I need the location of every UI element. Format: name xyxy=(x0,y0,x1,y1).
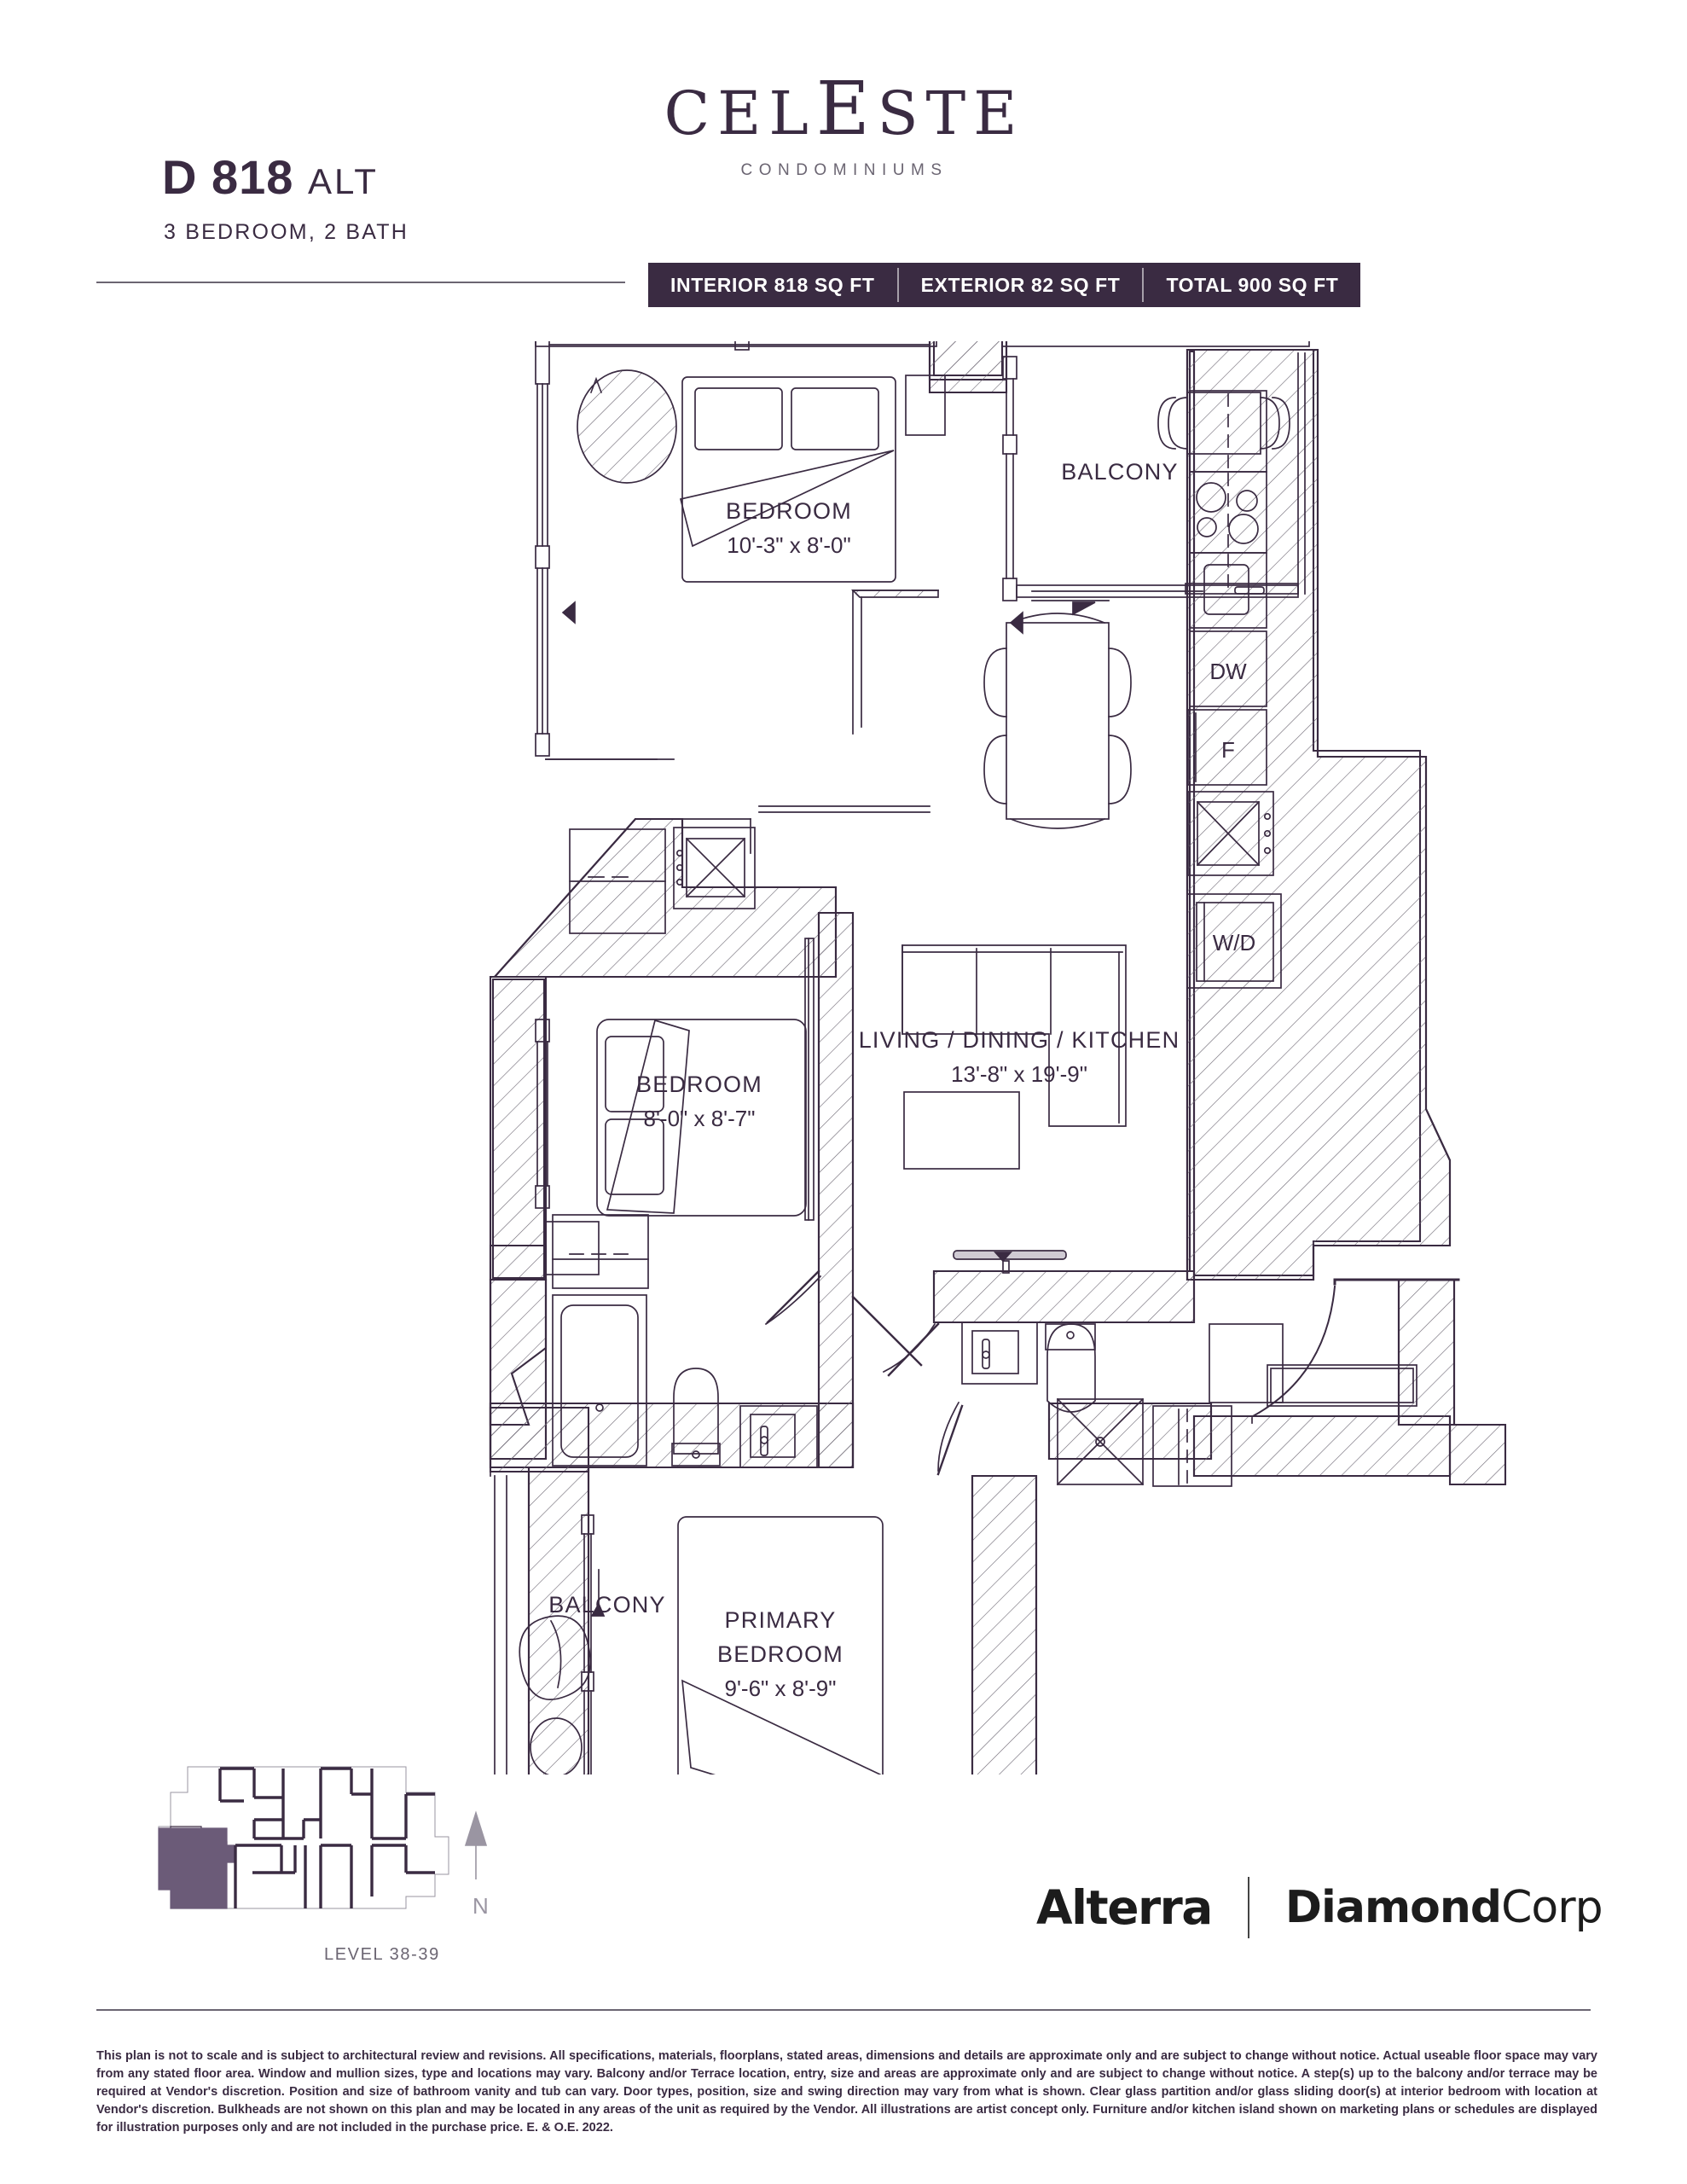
balcony-top xyxy=(1001,341,1310,616)
bedroom1-top-window xyxy=(535,341,937,351)
disclaimer-text: This plan is not to scale and is subject… xyxy=(96,2049,1597,2135)
footer-divider xyxy=(96,2009,1591,2011)
key-plan-level-label: LEVEL 38-39 xyxy=(324,1945,440,1964)
room-label-bedroom2: BEDROOM xyxy=(636,1072,762,1097)
structural-walls xyxy=(489,341,1507,1774)
unit-code: D 818 xyxy=(162,150,294,204)
key-plan: N xyxy=(154,1753,512,2009)
appliance-label-washer-dryer: W/D xyxy=(1213,930,1256,956)
title-divider xyxy=(96,282,625,283)
area-total: TOTAL 900 SQ FT xyxy=(1166,273,1339,296)
brand-name-pre: CEL xyxy=(664,78,816,148)
alterra-logo: Alterra xyxy=(1036,1880,1213,1935)
coffee-table xyxy=(903,1091,1020,1170)
appliance-label-fridge: F xyxy=(1221,737,1235,763)
brand-name: CELESTE xyxy=(588,73,1100,146)
logo-divider xyxy=(1247,1877,1249,1938)
room-dims-bedroom2: 8'-0" x 8'-7" xyxy=(644,1106,756,1131)
area-divider xyxy=(896,268,899,302)
ensuite-bathroom xyxy=(882,1250,1232,1487)
area-exterior: EXTERIOR 82 SQ FT xyxy=(920,273,1121,296)
balcony-bottom xyxy=(494,1475,592,1774)
unit-variant: ALT xyxy=(308,161,379,201)
diamondcorp-logo: DiamondCorp xyxy=(1285,1882,1603,1933)
diamondcorp-logo-bold: Diamond xyxy=(1284,1882,1502,1933)
north-label: N xyxy=(472,1893,489,1919)
entry-door xyxy=(1251,1278,1460,1424)
main-bathroom xyxy=(552,1214,923,1468)
room-dims-living: 13'-8" x 19'-9" xyxy=(951,1061,1087,1087)
bedroom1-window-wall xyxy=(535,341,550,757)
area-summary-bar: INTERIOR 818 SQ FT EXTERIOR 82 SQ FT TOT… xyxy=(648,263,1361,307)
unit-subtitle: 3 BEDROOM, 2 BATH xyxy=(164,220,409,244)
bedroom1-bed xyxy=(679,375,946,583)
room-label-bedroom1: BEDROOM xyxy=(726,498,852,524)
primary-glass-wall xyxy=(581,1514,606,1774)
room-dims-primary: 9'-6" x 8'-9" xyxy=(725,1676,837,1701)
bedroom2-window-wall xyxy=(535,1019,550,1209)
linen-closet-upper xyxy=(673,827,756,909)
laundry-cabinet-upper xyxy=(569,828,666,934)
dining-table xyxy=(983,613,1132,829)
bedroom1-round-closet xyxy=(577,369,677,484)
kitchen-run xyxy=(1186,390,1282,989)
area-divider xyxy=(1142,268,1145,302)
header: D 818 ALT 3 BEDROOM, 2 BATH CELESTE COND… xyxy=(0,0,1687,324)
room-label-balcony-bottom: BALCONY xyxy=(548,1592,665,1618)
brand-name-e: E xyxy=(815,67,878,152)
page-title: D 818 ALT xyxy=(162,149,379,205)
brand-name-post: STE xyxy=(877,78,1025,148)
brand-logo: CELESTE CONDOMINIUMS xyxy=(588,73,1100,180)
bedroom2-glass-partition xyxy=(804,938,815,1221)
diamondcorp-logo-light: Corp xyxy=(1501,1882,1603,1933)
room-label-primary-line2: BEDROOM xyxy=(717,1641,844,1667)
room-dims-bedroom1: 10'-3" x 8'-0" xyxy=(727,532,850,558)
interior-partitions xyxy=(490,341,1460,1774)
bedroom2-bed xyxy=(545,1019,807,1275)
north-arrow xyxy=(464,1810,488,1879)
floor-plan: BEDROOM 10'-3" x 8'-0" BALCONY BEDROOM 8… xyxy=(0,341,1687,1774)
primary-bedroom-bed xyxy=(677,1516,884,1774)
developer-logos: Alterra DiamondCorp xyxy=(1036,1877,1603,1938)
room-label-living: LIVING / DINING / KITCHEN xyxy=(859,1027,1180,1053)
brand-subtitle: CONDOMINIUMS xyxy=(740,161,948,179)
room-label-primary-line1: PRIMARY xyxy=(725,1607,837,1633)
area-interior: INTERIOR 818 SQ FT xyxy=(670,273,875,296)
appliance-label-dishwasher: DW xyxy=(1209,659,1247,684)
room-label-balcony-top: BALCONY xyxy=(1061,459,1178,485)
entry-closet xyxy=(1209,1323,1284,1403)
sofa-sectional xyxy=(901,944,1127,1127)
